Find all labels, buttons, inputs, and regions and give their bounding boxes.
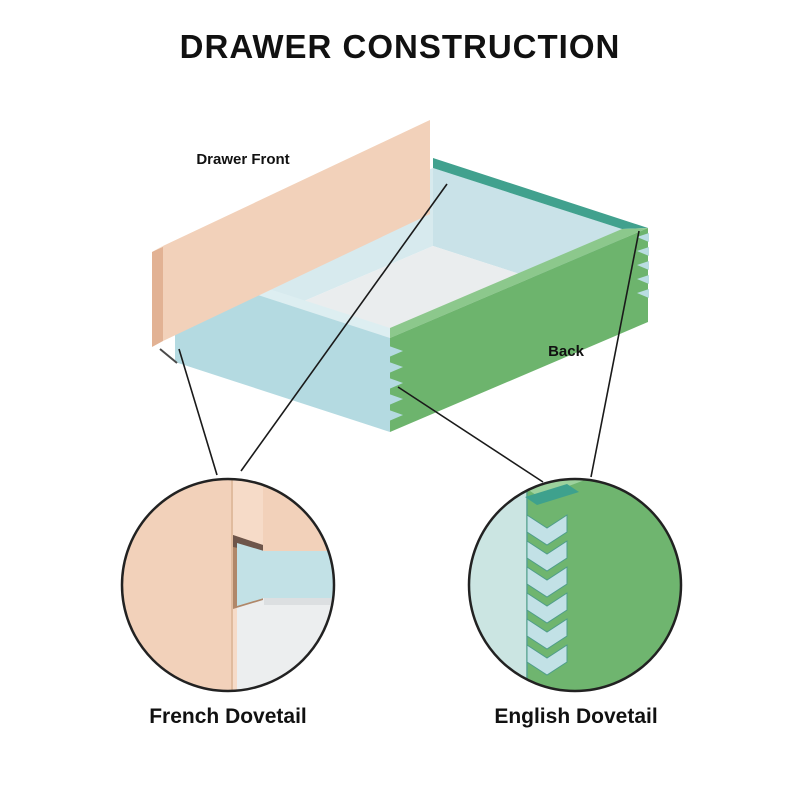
leader-line xyxy=(397,386,544,483)
right-wall-top-edge xyxy=(433,158,648,229)
front-panel-left-edge xyxy=(152,246,163,347)
dovetail-teeth-right-corner xyxy=(637,233,649,298)
leader-lines xyxy=(178,183,640,483)
leader-line xyxy=(178,348,218,476)
teal-end-cap xyxy=(525,484,579,505)
leader-line xyxy=(590,230,640,478)
back-label: Back xyxy=(548,343,584,360)
dovetail-teeth-near-corner xyxy=(389,346,403,421)
french-dovetail-circle xyxy=(120,477,336,693)
english-dovetail-circle xyxy=(467,477,683,693)
drawer-front-panel xyxy=(152,120,430,364)
english-dovetail-label: English Dovetail xyxy=(494,705,658,728)
back-wall-green xyxy=(390,228,648,432)
drawer-front-label: Drawer Front xyxy=(196,151,290,168)
french-dovetail-callout xyxy=(122,479,334,691)
page-title: DRAWER CONSTRUCTION xyxy=(179,28,621,65)
leader-line xyxy=(240,183,448,472)
english-dovetail-callout xyxy=(469,479,681,691)
french-dovetail-label: French Dovetail xyxy=(149,705,307,728)
dovetail-chevrons xyxy=(526,514,568,676)
front-panel-shadow xyxy=(159,348,178,364)
sliding-dovetail-board xyxy=(237,543,334,606)
drawer-box xyxy=(152,120,649,432)
front-panel-face xyxy=(163,120,430,341)
